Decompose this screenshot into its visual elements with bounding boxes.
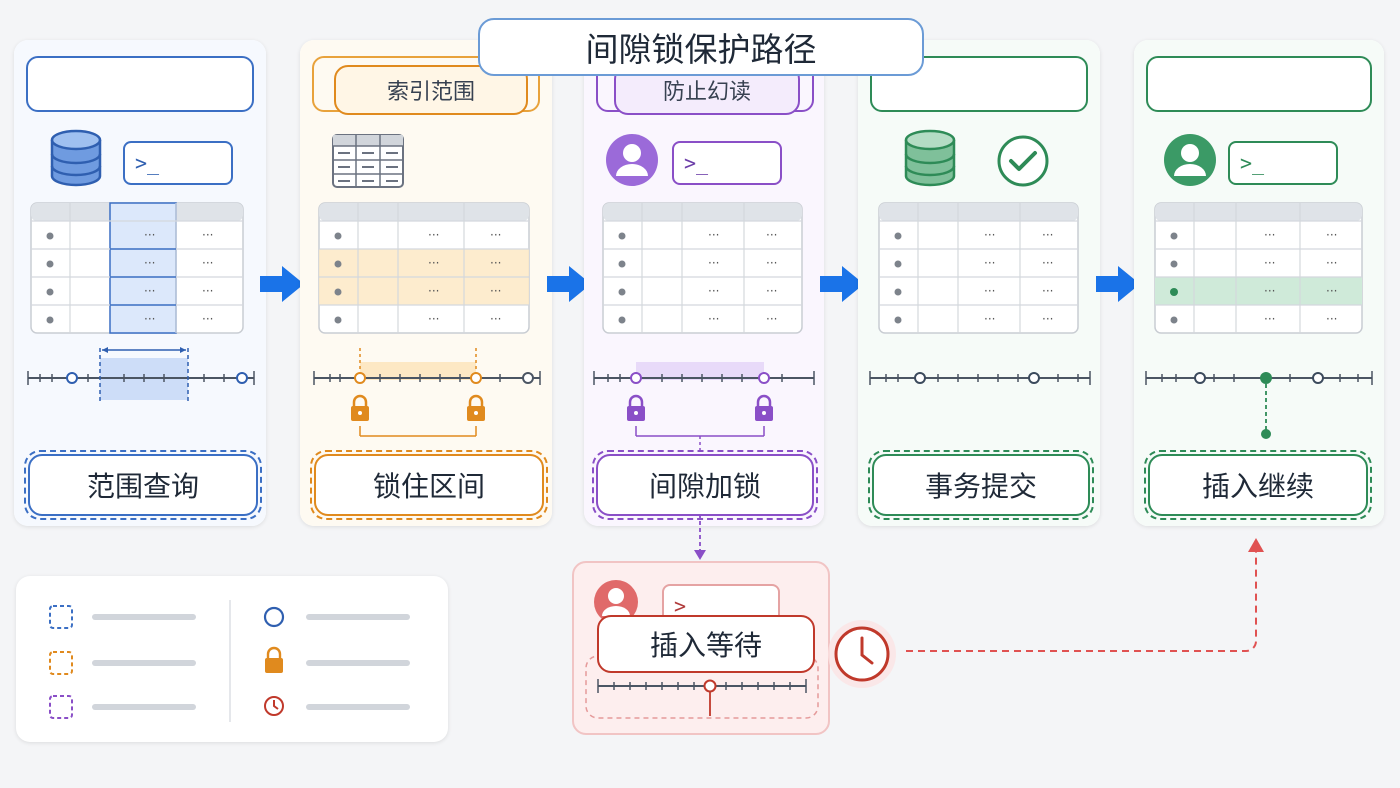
svg-text:···: ··· [1264, 228, 1275, 242]
svg-text:···: ··· [1042, 256, 1053, 270]
svg-text:···: ··· [202, 228, 213, 242]
insert-wait-label: 插入等待 [597, 615, 815, 673]
flow-arrow-icon [820, 266, 864, 302]
stage-header-pill [26, 56, 254, 112]
svg-text:···: ··· [490, 312, 501, 326]
svg-text:···: ··· [1326, 312, 1337, 326]
svg-text:···: ··· [1264, 284, 1275, 298]
flow-arrow-icon [547, 266, 591, 302]
stage-label-text: 间隙加锁 [648, 470, 761, 503]
stage-label: 插入继续 [1144, 450, 1372, 520]
terminal-icon: >_ [123, 141, 233, 185]
svg-text:···: ··· [1264, 256, 1275, 270]
svg-text:···: ··· [428, 256, 439, 270]
user-icon [606, 134, 658, 186]
retry-path-arrow [906, 538, 1264, 652]
svg-text:···: ··· [1264, 312, 1275, 326]
svg-text:···: ··· [428, 284, 439, 298]
svg-text:···: ··· [1042, 228, 1053, 242]
svg-text:···: ··· [428, 228, 439, 242]
svg-text:···: ··· [144, 284, 155, 298]
lock-icon [755, 394, 773, 421]
svg-text:···: ··· [144, 228, 155, 242]
svg-text:···: ··· [428, 312, 439, 326]
svg-text:···: ··· [202, 312, 213, 326]
stage-card-gap-lock: 防止幻读 >_ ············ ············ [584, 40, 824, 526]
legend-symbols [49, 600, 410, 722]
svg-text:···: ··· [766, 228, 777, 242]
flow-arrow-icon [260, 266, 304, 302]
svg-text:···: ··· [708, 256, 719, 270]
user-icon [1164, 134, 1216, 186]
svg-text:···: ··· [766, 312, 777, 326]
index-table: ··· ··· ··· ··· ··· ··· ··· ··· [318, 202, 530, 334]
clock-icon [828, 620, 896, 688]
lock-icon [467, 394, 485, 421]
key-range-axis [27, 347, 255, 404]
database-icon [904, 129, 956, 187]
flow-arrow-icon [1096, 266, 1140, 302]
svg-text:···: ··· [766, 256, 777, 270]
stage-card-lock-range: 索引范围 ············ ············ [300, 40, 552, 526]
svg-text:···: ··· [202, 284, 213, 298]
svg-text:···: ··· [984, 256, 995, 270]
stage-label-text: 事务提交 [924, 470, 1037, 503]
stage-card-range-query: >_ ··· ··· ··· ··· ··· ··· ··· ··· [14, 40, 266, 526]
stage-label: 锁住区间 [310, 450, 548, 520]
stage-card-commit: ··· ··· ··· ··· ··· ··· ··· ··· 事务提交 [858, 40, 1100, 526]
svg-text:···: ··· [1042, 284, 1053, 298]
index-grid-icon [332, 134, 404, 188]
legend-panel [16, 576, 448, 742]
svg-text:···: ··· [144, 256, 155, 270]
key-range-axis [593, 362, 815, 452]
key-range-axis [313, 348, 541, 437]
svg-text:···: ··· [1326, 284, 1337, 298]
stage-label: 范围查询 [24, 450, 262, 520]
svg-text:···: ··· [984, 284, 995, 298]
stage-label-text: 插入继续 [1201, 470, 1314, 503]
svg-text:···: ··· [1042, 312, 1053, 326]
key-range-axis [1145, 371, 1373, 439]
svg-text:···: ··· [984, 228, 995, 242]
svg-text:···: ··· [984, 312, 995, 326]
index-table: ··· ··· ··· ··· ··· ··· ··· ··· [30, 202, 244, 334]
index-table: ··· ··· ··· ··· ··· ··· ··· ··· [602, 202, 803, 334]
svg-text:···: ··· [490, 228, 501, 242]
svg-text:···: ··· [202, 256, 213, 270]
svg-text:···: ··· [766, 284, 777, 298]
page-title: 间隙锁保护路径 [478, 18, 924, 76]
stage-label: 间隙加锁 [592, 450, 818, 520]
svg-text:···: ··· [490, 284, 501, 298]
stage-label: 事务提交 [868, 450, 1094, 520]
index-table: ··· ··· ··· ··· ··· ··· ··· ··· [1154, 202, 1363, 334]
database-icon [50, 129, 102, 187]
stage-header-pill [1146, 56, 1372, 112]
svg-text:···: ··· [490, 256, 501, 270]
stage-label-text: 锁住区间 [372, 470, 485, 503]
check-circle-icon [997, 135, 1049, 187]
svg-text:···: ··· [144, 312, 155, 326]
user-icon [594, 580, 638, 624]
svg-text:···: ··· [1326, 256, 1337, 270]
lock-icon [351, 394, 369, 421]
svg-text:···: ··· [708, 228, 719, 242]
stage-label-text: 范围查询 [86, 470, 199, 503]
svg-text:···: ··· [708, 312, 719, 326]
stage-card-insert-continue: >_ ··· ··· ··· ··· ··· ··· ··· ··· 插入继续 [1134, 40, 1384, 526]
index-table: ··· ··· ··· ··· ··· ··· ··· ··· [878, 202, 1079, 334]
wait-connector [694, 514, 706, 560]
terminal-icon: >_ [1228, 141, 1338, 185]
svg-text:···: ··· [1326, 228, 1337, 242]
key-range-axis [869, 371, 1091, 385]
lock-icon [627, 394, 645, 421]
svg-text:···: ··· [708, 284, 719, 298]
terminal-icon: >_ [672, 141, 782, 185]
